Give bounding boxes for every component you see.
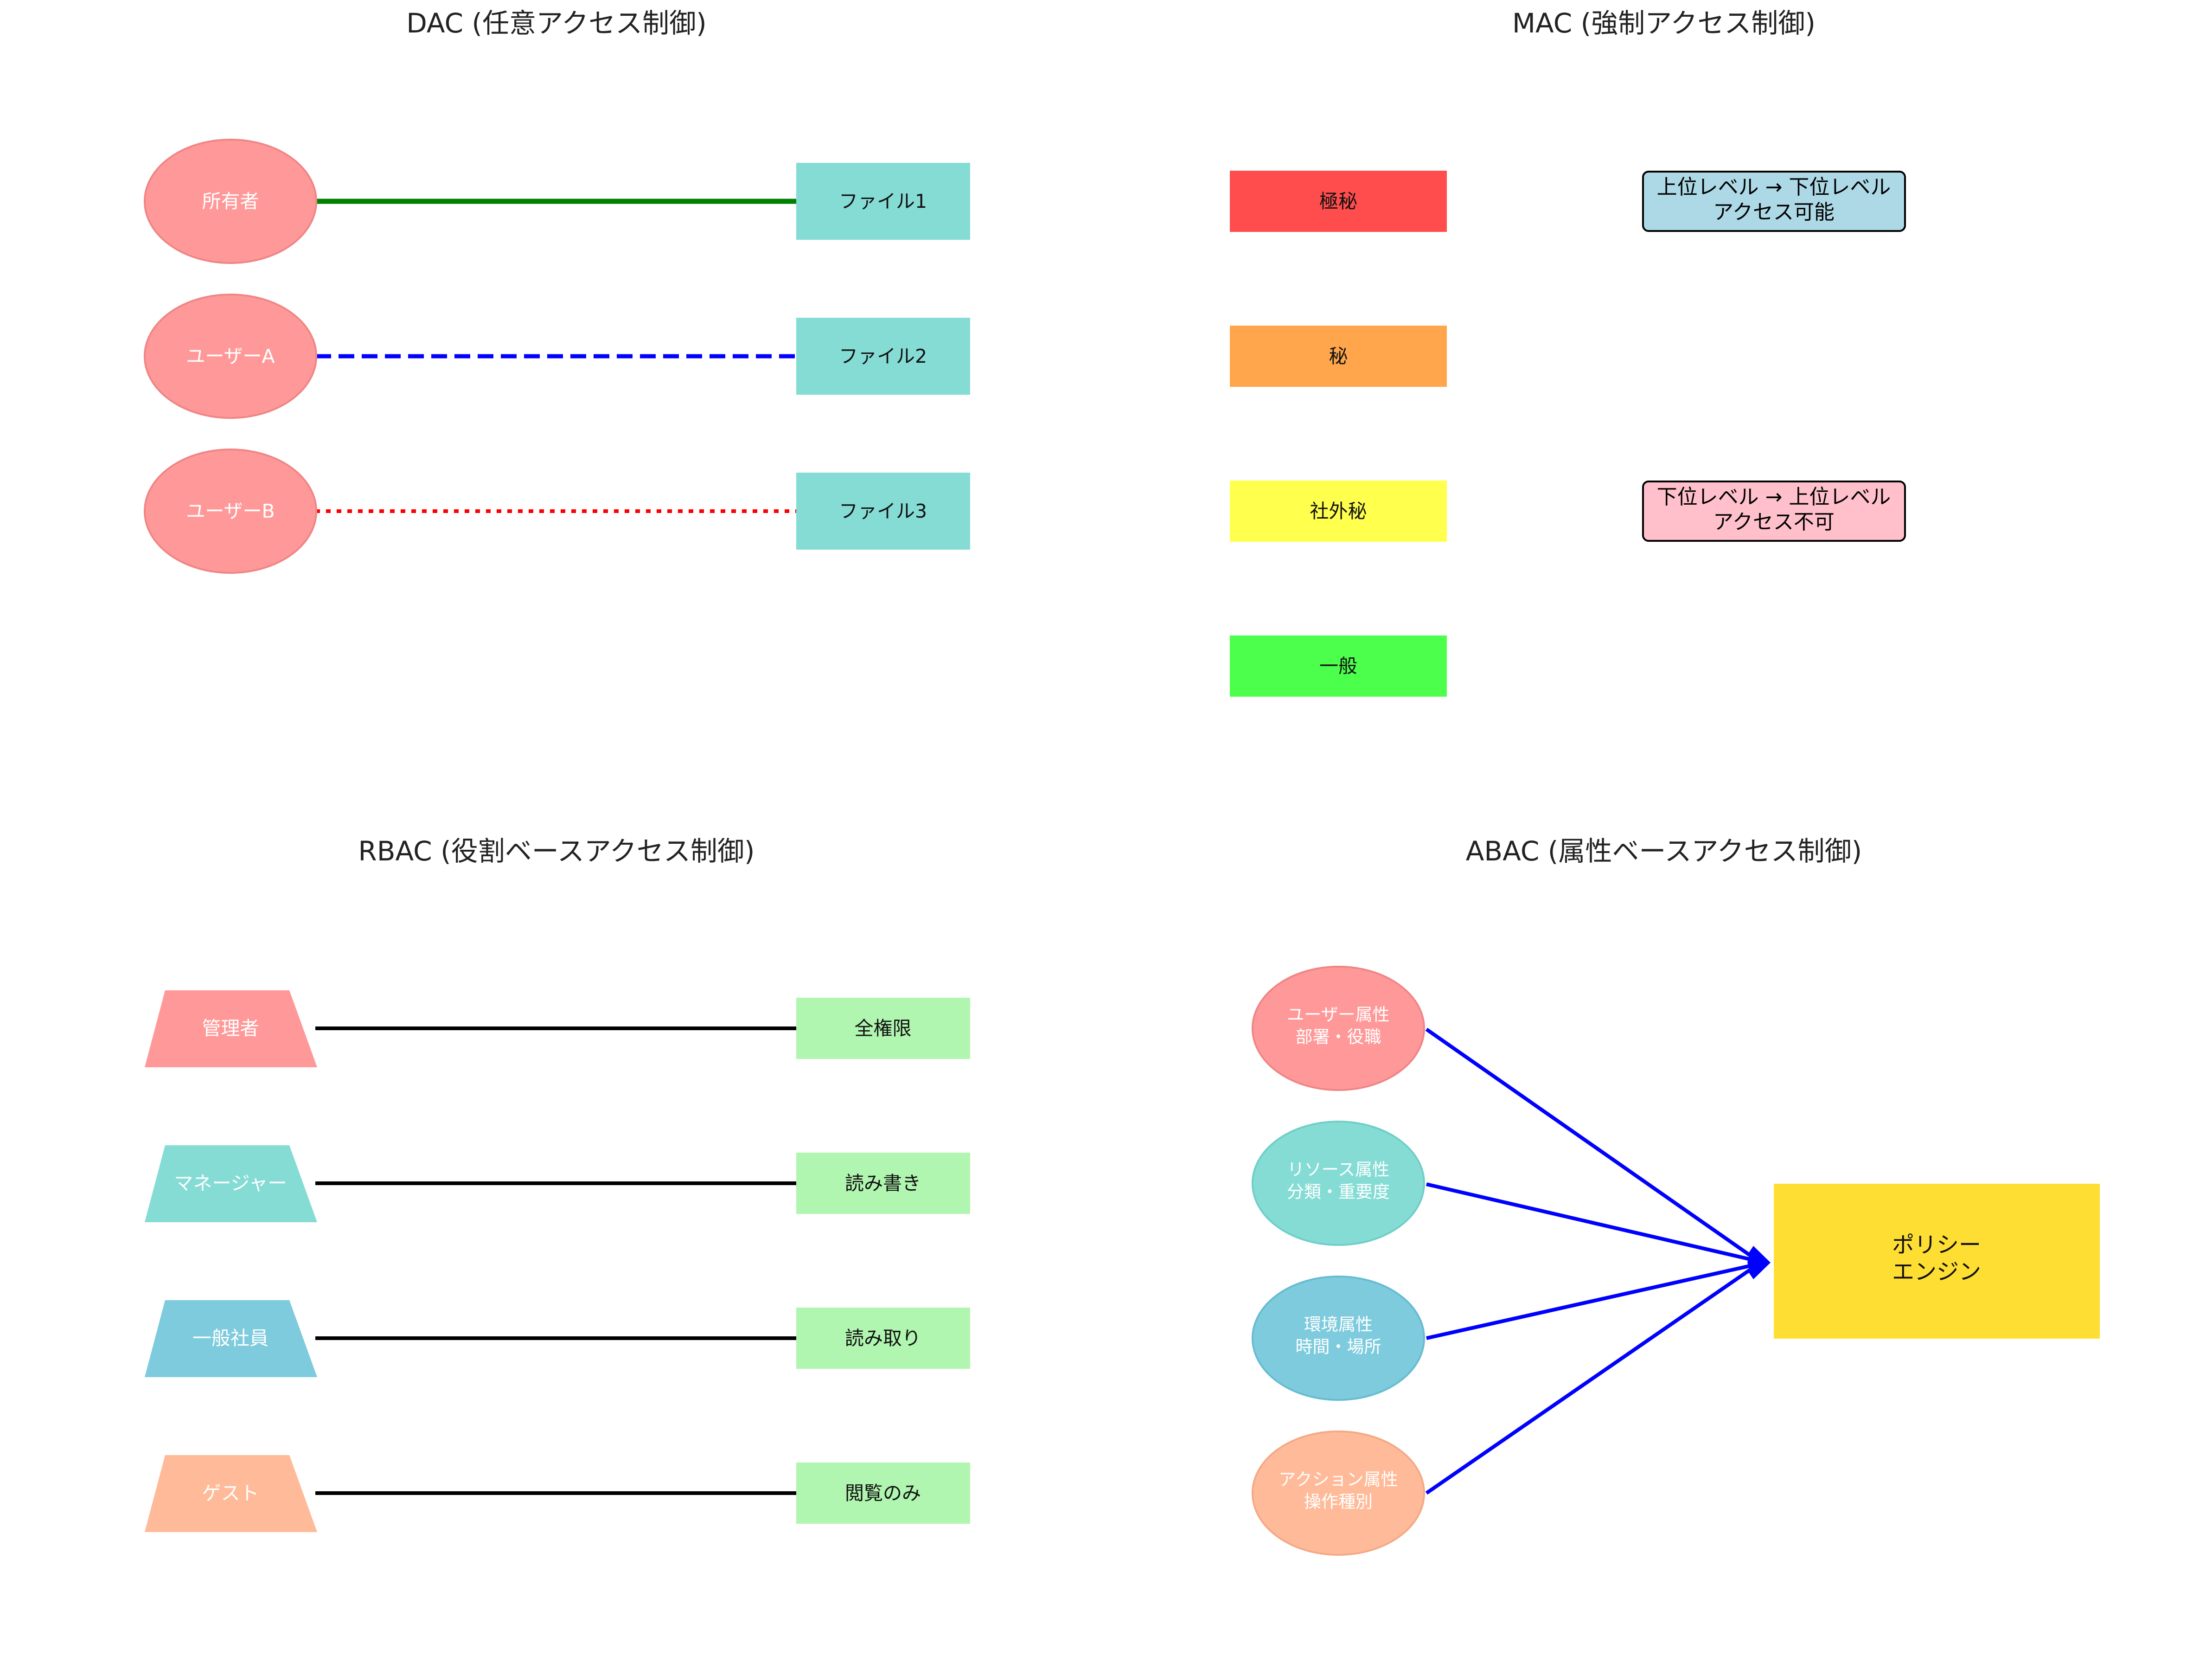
dac-subject-owner: 所有者 xyxy=(144,139,317,264)
rbac-role-guest: ゲスト xyxy=(145,1455,317,1532)
abac-panel: ABAC (属性ベースアクセス制御) ユーザー属性 部署・役職 リソース属性 分… xyxy=(1252,835,2100,1556)
dac-object-file3: ファイル3 xyxy=(796,473,970,550)
abac-arrow-action xyxy=(1425,1262,1771,1495)
mac-level-label: 秘 xyxy=(1329,345,1348,367)
rbac-permission-full: 全権限 xyxy=(796,998,970,1059)
rbac-permission-label: 読み取り xyxy=(845,1327,921,1349)
rbac-role-employee: 一般社員 xyxy=(145,1300,317,1377)
rbac-permission-view-only: 閲覧のみ xyxy=(796,1463,970,1524)
dac-subject-label: ユーザーA xyxy=(186,345,275,367)
abac-attribute-detail: 時間・場所 xyxy=(1296,1337,1381,1357)
abac-attribute-name: リソース属性 xyxy=(1287,1160,1389,1180)
abac-attribute-user: ユーザー属性 部署・役職 xyxy=(1252,966,1425,1091)
dac-subject-user-a: ユーザーA xyxy=(144,294,317,419)
mac-level-secret: 秘 xyxy=(1230,326,1447,387)
abac-attribute-detail: 部署・役職 xyxy=(1296,1027,1381,1047)
rbac-panel: RBAC (役割ベースアクセス制御) 管理者 マネージャー 一般社員 ゲスト 全… xyxy=(145,835,970,1532)
abac-attribute-resource: リソース属性 分類・重要度 xyxy=(1252,1121,1425,1246)
abac-arrow-user xyxy=(1425,1027,1771,1263)
abac-engine-line2: エンジン xyxy=(1892,1259,1981,1285)
dac-subject-user-b: ユーザーB xyxy=(144,449,317,574)
abac-attribute-name: アクション属性 xyxy=(1279,1469,1398,1489)
rbac-role-label: 管理者 xyxy=(202,1017,259,1039)
dac-title: DAC (任意アクセス制御) xyxy=(406,7,707,39)
abac-policy-engine: ポリシー エンジン xyxy=(1774,1184,2100,1339)
dac-object-label: ファイル3 xyxy=(839,500,927,522)
abac-attribute-action: アクション属性 操作種別 xyxy=(1252,1430,1425,1556)
rbac-permission-label: 読み書き xyxy=(845,1172,921,1194)
mac-rule-allowed: 上位レベル → 下位レベル アクセス可能 xyxy=(1642,171,1906,232)
dac-object-label: ファイル1 xyxy=(839,190,927,212)
abac-attribute-detail: 操作種別 xyxy=(1304,1492,1373,1512)
mac-rule-line2: アクセス可能 xyxy=(1713,200,1835,224)
abac-title: ABAC (属性ベースアクセス制御) xyxy=(1466,835,1862,867)
mac-title: MAC (強制アクセス制御) xyxy=(1512,7,1816,39)
mac-level-label: 社外秘 xyxy=(1310,500,1367,522)
abac-attribute-name: 環境属性 xyxy=(1304,1315,1373,1334)
dac-subject-label: 所有者 xyxy=(202,190,259,212)
mac-rule-denied: 下位レベル → 上位レベル アクセス不可 xyxy=(1642,481,1906,542)
rbac-role-label: 一般社員 xyxy=(192,1327,269,1349)
abac-arrow-environment xyxy=(1426,1262,1771,1340)
dac-subject-label: ユーザーB xyxy=(186,500,275,522)
dac-object-file1: ファイル1 xyxy=(796,163,970,240)
abac-attribute-detail: 分類・重要度 xyxy=(1287,1182,1390,1202)
rbac-title: RBAC (役割ベースアクセス制御) xyxy=(358,835,754,867)
rbac-role-label: ゲスト xyxy=(202,1482,259,1504)
rbac-permission-read: 読み取り xyxy=(796,1308,970,1369)
mac-level-label: 極秘 xyxy=(1319,190,1357,212)
abac-arrow-resource xyxy=(1426,1182,1771,1263)
abac-attribute-environment: 環境属性 時間・場所 xyxy=(1252,1276,1425,1401)
mac-level-label: 一般 xyxy=(1319,655,1357,677)
mac-level-top-secret: 極秘 xyxy=(1230,171,1447,232)
mac-panel: MAC (強制アクセス制御) 極秘 秘 社外秘 一般 上位レベル → 下位レベル… xyxy=(1230,7,1906,697)
mac-level-general: 一般 xyxy=(1230,635,1447,697)
mac-rule-line2: アクセス不可 xyxy=(1713,510,1835,534)
rbac-permission-read-write: 読み書き xyxy=(796,1153,970,1214)
dac-panel: DAC (任意アクセス制御) 所有者 ユーザーA ユーザーB ファイル1 ファイ… xyxy=(144,7,970,574)
rbac-role-manager: マネージャー xyxy=(145,1145,317,1222)
rbac-role-admin: 管理者 xyxy=(145,990,317,1067)
mac-level-confidential: 社外秘 xyxy=(1230,481,1447,542)
dac-object-label: ファイル2 xyxy=(839,345,927,367)
mac-rule-line1: 上位レベル → 下位レベル xyxy=(1657,175,1891,199)
dac-object-file2: ファイル2 xyxy=(796,318,970,395)
rbac-permission-label: 全権限 xyxy=(855,1017,912,1039)
abac-engine-line1: ポリシー xyxy=(1892,1232,1981,1258)
rbac-permission-label: 閲覧のみ xyxy=(845,1482,921,1504)
mac-rule-line1: 下位レベル → 上位レベル xyxy=(1657,485,1891,509)
abac-attribute-name: ユーザー属性 xyxy=(1287,1005,1389,1025)
rbac-role-label: マネージャー xyxy=(174,1172,287,1194)
